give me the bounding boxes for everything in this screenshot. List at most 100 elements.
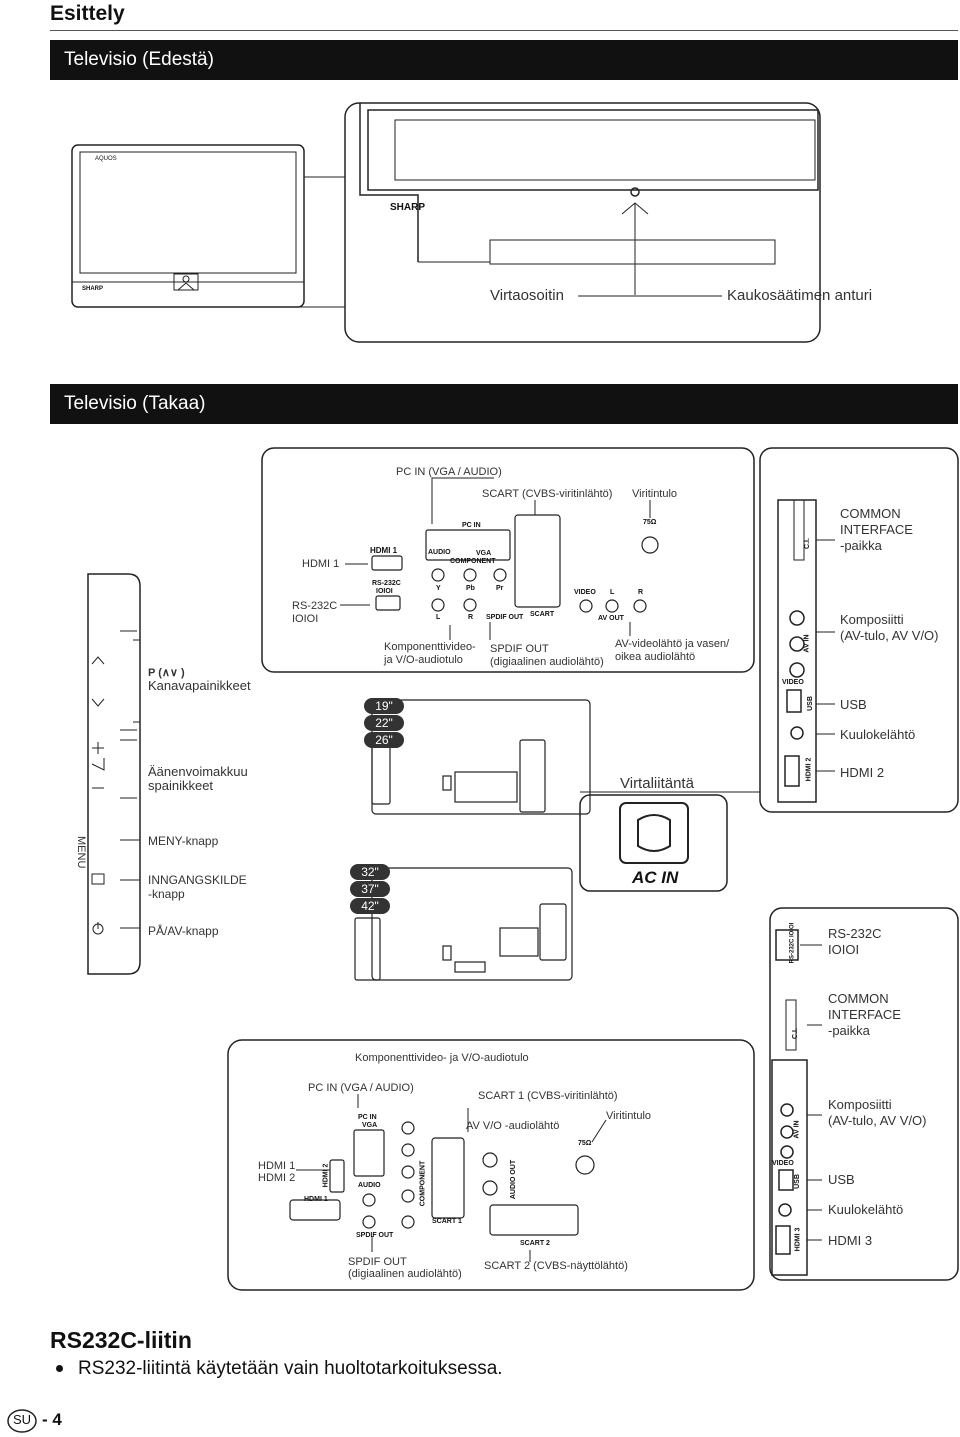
sp-port-ioioi: IOIOI: [376, 588, 393, 595]
lp-hdmi1-label: HDMI 1: [258, 1160, 296, 1172]
lp-port-scart2: SCART 2: [520, 1240, 550, 1247]
lp-port-pc-in: PC IN: [358, 1114, 377, 1121]
ac-label: Virtaliitäntä: [620, 775, 694, 792]
menu-icon-text: MENU: [75, 836, 87, 869]
input-button-label-1: INNGANGSKILDE: [148, 873, 247, 887]
sp-port-pc-in: PC IN: [462, 522, 481, 529]
size-badge-26: 26": [364, 732, 404, 748]
lp-port-spdif: SPDIF OUT: [356, 1232, 394, 1239]
scb-port-av-in: AV IN: [793, 1120, 801, 1139]
sp-port-l: L: [436, 614, 441, 621]
sp-pc-in-label: PC IN (VGA / AUDIO): [396, 466, 502, 478]
sp-port-scart: SCART: [530, 611, 555, 618]
lp-component-title: Komponenttivideo- ja V/O-audiotulo: [355, 1052, 529, 1064]
sp-port-pb: Pb: [466, 585, 475, 592]
page-badge: SU: [13, 1412, 32, 1427]
sct-port-video: VIDEO: [782, 679, 804, 686]
sp-port-r2: R: [638, 589, 644, 596]
sct-composite-2: (AV-tulo, AV V/O): [840, 628, 939, 643]
sp-port-pr: Pr: [496, 585, 504, 592]
sct-headphone: Kuulokelähtö: [840, 727, 916, 742]
sct-common-2: INTERFACE: [840, 522, 913, 537]
sp-port-av-out: AV OUT: [598, 615, 624, 622]
sct-hdmi2: HDMI 2: [840, 765, 885, 780]
section-title: Esittely: [50, 2, 125, 25]
sp-hdmi1-label: HDMI 1: [302, 558, 340, 570]
sp-port-component: COMPONENT: [450, 558, 496, 565]
footer-bullet-dot: [56, 1365, 63, 1372]
scb-usb: USB: [828, 1172, 855, 1187]
lp-hdmi2-label: HDMI 2: [258, 1172, 296, 1184]
menu-button-label: MENY-knapp: [148, 834, 219, 848]
sp-port-75: 75Ω: [643, 519, 657, 526]
side-conn-bottom-box: [769, 907, 959, 1281]
lp-port-scart1: SCART 1: [432, 1218, 462, 1225]
sp-component-label-2: ja V/O-audiotulo: [384, 654, 463, 666]
scb-port-usb: USB: [793, 1174, 801, 1189]
scb-hdmi3: HDMI 3: [828, 1233, 873, 1248]
front-header: Televisio (Edestä): [50, 40, 958, 80]
small-panel-ports: [371, 514, 659, 613]
sp-port-y: Y: [436, 585, 441, 592]
sp-scart-label: SCART (CVBS-viritinlähtö): [482, 488, 613, 500]
ac-in-text: AC IN: [632, 868, 679, 887]
sp-rs232c-label: RS-232C: [292, 600, 338, 612]
page-number: - 4: [42, 1410, 62, 1429]
sp-spdif-label-2: (digiaalinen audiolähtö): [490, 656, 604, 668]
back-tv-large: [354, 867, 573, 981]
sp-port-l2: L: [610, 589, 615, 596]
scb-common-2: INTERFACE: [828, 1007, 901, 1022]
sp-port-video: VIDEO: [574, 589, 596, 596]
sct-common-3: -paikka: [840, 538, 882, 553]
sp-tuner-label: Viritintulo: [632, 488, 678, 500]
footer-heading: RS232C-liitin: [50, 1327, 192, 1353]
lp-port-hdmi1: HDMI 1: [304, 1196, 328, 1203]
sp-av-out-label-2: oikea audiolähtö: [615, 651, 696, 663]
small-panel-leaders: [340, 477, 651, 640]
small-tv-drawing: [71, 144, 305, 308]
scb-common-3: -paikka: [828, 1023, 870, 1038]
channel-buttons-label: Kanavapainikkeet: [148, 678, 251, 693]
section-rule: [50, 30, 958, 31]
sct-port-usb: USB: [806, 696, 814, 711]
lp-scart1-label: SCART 1 (CVBS-viritinlähtö): [478, 1090, 618, 1102]
lp-spdif-label-2: (digiaalinen audiolähtö): [348, 1268, 462, 1280]
sp-spdif-label-1: SPDIF OUT: [490, 643, 549, 655]
scb-port-video: VIDEO: [772, 1160, 794, 1167]
sct-common-1: COMMON: [840, 506, 901, 521]
back-header: Televisio (Takaa): [50, 384, 958, 424]
sct-port-ci: C.I.: [803, 538, 811, 549]
lp-av-out-label: AV V/O -audiolähtö: [466, 1120, 560, 1132]
lp-port-audio-out: AUDIO OUT: [510, 1159, 518, 1200]
size-badge-19: 19": [364, 698, 404, 714]
volume-buttons-label-1: Äänenvoimakkuu: [148, 764, 248, 779]
sct-port-av-in: AV IN: [803, 634, 811, 653]
size-badge-32: 32": [350, 864, 390, 880]
lp-port-hdmi2: HDMI 2: [322, 1163, 330, 1188]
lp-port-component: COMPONENT: [419, 1160, 427, 1207]
lp-pc-in-label: PC IN (VGA / AUDIO): [308, 1082, 414, 1094]
sp-port-rs232c: RS-232C: [372, 580, 401, 587]
size-badge-22: 22": [364, 715, 404, 731]
footer-bullet: RS232-liitintä käytetään vain huoltotark…: [78, 1358, 503, 1379]
sp-port-vga: VGA: [476, 550, 492, 557]
sct-usb: USB: [840, 697, 867, 712]
large-panel-ports: [289, 1121, 595, 1236]
sp-port-hdmi: HDMI 1: [370, 546, 398, 555]
size-badge-37: 37": [350, 881, 390, 897]
scb-common-1: COMMON: [828, 991, 889, 1006]
size-badge-42: 42": [350, 898, 390, 914]
scb-port-ci: C.I.: [791, 1028, 799, 1039]
sct-port-hdmi2: HDMI 2: [805, 757, 813, 782]
scb-composite-2: (AV-tulo, AV V/O): [828, 1113, 927, 1128]
power-led-label: Virtaosoitin: [490, 287, 564, 304]
lp-port-75: 75Ω: [578, 1140, 592, 1147]
front-zoom-box: [173, 102, 821, 343]
side-conn-top-box: [759, 447, 959, 813]
lp-port-vga: VGA: [362, 1122, 378, 1129]
volume-buttons-label-2: spainikkeet: [148, 778, 214, 793]
lp-scart2-label: SCART 2 (CVBS-näyttölähtö): [484, 1260, 628, 1272]
remote-sensor-label: Kaukosäätimen anturi: [727, 287, 873, 304]
sp-port-spdif: SPDIF OUT: [486, 614, 524, 621]
